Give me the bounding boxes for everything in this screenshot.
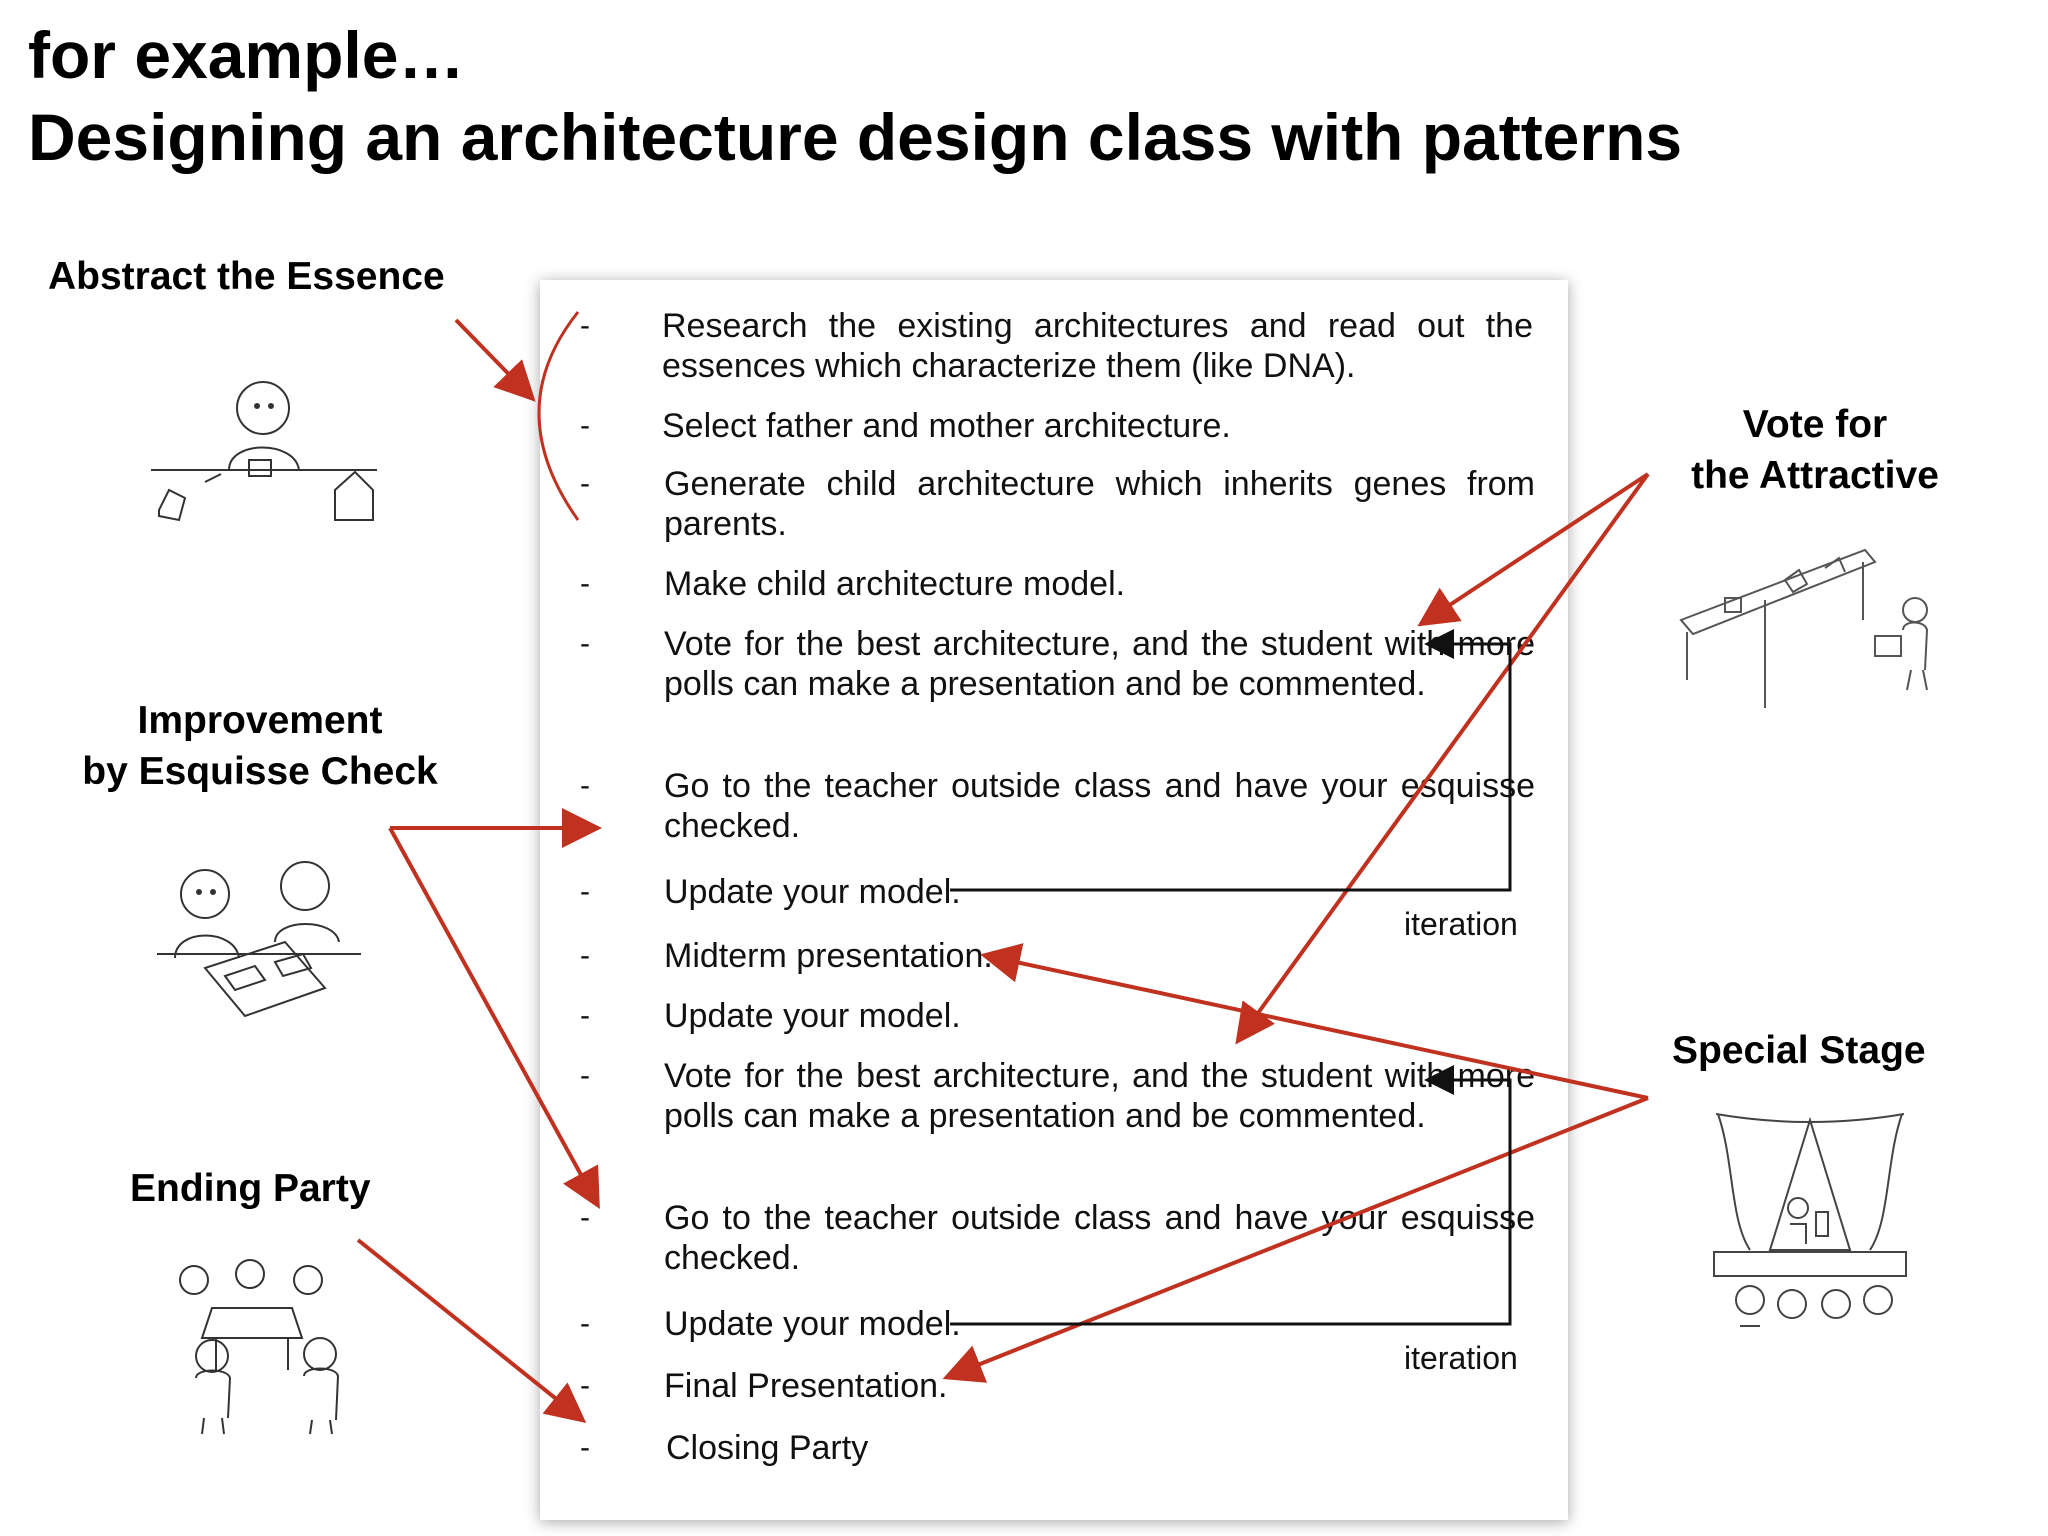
step-text: Update your model. — [664, 997, 961, 1035]
step-text: Go to the teacher outside class and have… — [664, 767, 1535, 845]
esquisse-check-sketch — [157, 861, 361, 1018]
improvement-label-line1: Improvement — [137, 699, 383, 742]
step-text: Generate child architecture which inheri… — [664, 465, 1535, 543]
pattern-label-special-stage: Special Stage — [1672, 1029, 1926, 1072]
abstract-arrow — [454, 318, 536, 402]
step-text: Update your model. — [664, 873, 961, 911]
iteration-label-1: iteration — [1404, 906, 1518, 942]
step-text: Select father and mother architecture. — [662, 407, 1231, 445]
step-bullet: - — [580, 627, 590, 660]
improvement-label-line2: by Esquisse Check — [82, 749, 438, 793]
iteration-label-2: iteration — [1404, 1340, 1518, 1376]
step-bullet: - — [580, 1059, 590, 1092]
special-stage-sketch — [1713, 1113, 1907, 1327]
step-text: Final Presentation. — [664, 1367, 948, 1405]
pattern-label-improvement-by-esquisse-check: Improvement by Esquisse Check — [60, 696, 460, 797]
step-bullet: - — [580, 309, 590, 342]
step-bullet: - — [580, 467, 590, 500]
pattern-label-ending-party: Ending Party — [130, 1167, 371, 1210]
step-bullet: - — [580, 939, 590, 972]
step-text: Research the existing architectures and … — [662, 307, 1533, 385]
abstract-essence-sketch — [151, 381, 377, 522]
vote-label-line2: the Attractive — [1691, 453, 1939, 497]
step-bullet: - — [580, 999, 590, 1032]
step-bullet: - — [580, 1431, 590, 1464]
step-text: Vote for the best architecture, and the … — [664, 625, 1535, 703]
step-bullet: - — [580, 567, 590, 600]
ending-party-sketch — [179, 1259, 340, 1435]
step-text: Update your model. — [664, 1305, 961, 1343]
vote-label-line1: Vote for — [1742, 403, 1888, 446]
step-bullet: - — [580, 1369, 590, 1402]
step-bullet: - — [580, 875, 590, 908]
step-bullet: - — [580, 769, 590, 802]
slide-title-line1: for example… — [28, 18, 465, 92]
class-steps-sheet: - Research the existing architectures an… — [540, 280, 1568, 1520]
step-bullet: - — [580, 1201, 590, 1234]
step-text: Closing Party — [666, 1429, 869, 1467]
step-text: Midterm presentation. — [664, 937, 993, 975]
pattern-label-vote-for-the-attractive: Vote for the Attractive — [1670, 400, 1960, 501]
slide-title-line2: Designing an architecture design class w… — [28, 100, 1683, 174]
step-bullet: - — [580, 409, 590, 442]
vote-attractive-sketch — [1679, 548, 1929, 708]
step-text: Vote for the best architecture, and the … — [664, 1057, 1535, 1135]
step-bullet: - — [580, 1307, 590, 1340]
step-text: Make child architecture model. — [664, 565, 1126, 603]
step-text: Go to the teacher outside class and have… — [664, 1199, 1535, 1277]
pattern-label-abstract-the-essence: Abstract the Essence — [48, 255, 445, 298]
